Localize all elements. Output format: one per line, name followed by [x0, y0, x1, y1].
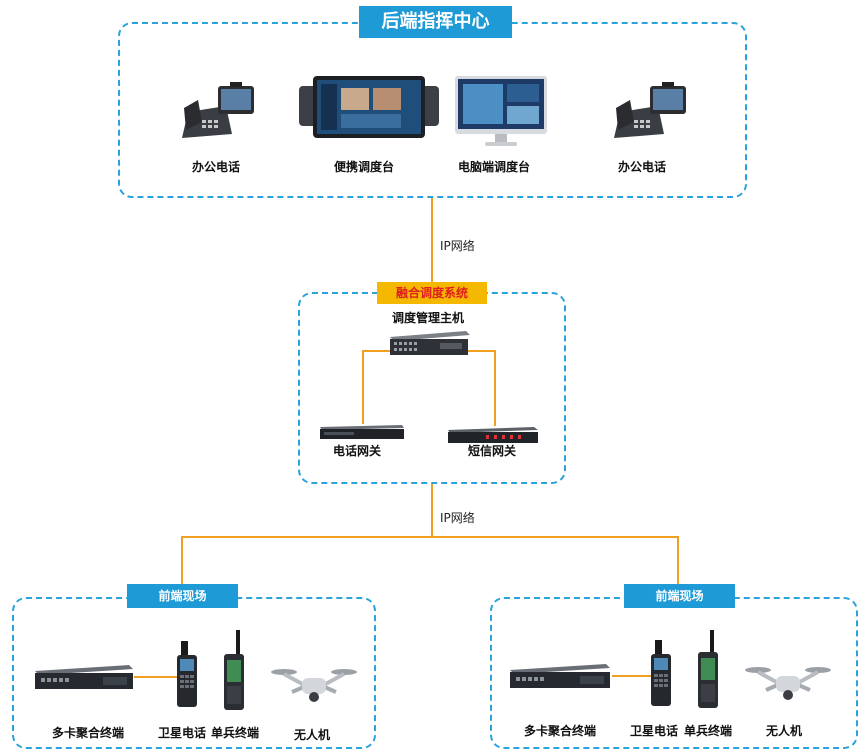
link-host-gw2 [494, 350, 496, 426]
server-icon [390, 331, 470, 355]
drone-label-right: 无人机 [766, 724, 803, 738]
device-label-portable-console: 便携调度台 [334, 160, 395, 174]
link-bottom-horizontal [181, 536, 679, 538]
device-label-desktop-console: 电脑端调度台 [458, 160, 531, 174]
link-bottom-left [181, 536, 183, 584]
multicard-terminal-icon [35, 665, 133, 689]
ip-network-label-1: IP网络 [440, 239, 475, 253]
sms-gateway-icon [448, 427, 538, 443]
dispatch-host-label: 调度管理主机 [392, 311, 465, 325]
satphone-label-right: 卫星电话 [630, 724, 679, 738]
phone-gateway-label: 电话网关 [333, 444, 382, 458]
portable-dispatch-console-icon [299, 76, 439, 138]
single-soldier-terminal-icon [698, 630, 718, 708]
satellite-phone-icon [651, 640, 671, 706]
office-phone-icon [614, 82, 686, 138]
link-right-term-phone [612, 675, 652, 677]
soldier-terminal-label-right: 单兵终端 [684, 724, 733, 738]
terminal-label-left: 多卡聚合终端 [52, 726, 125, 740]
drone-icon [745, 667, 831, 700]
drone-icon [271, 669, 357, 702]
link-bottom-right [677, 536, 679, 584]
drone-label-left: 无人机 [294, 728, 331, 742]
link-host-gw1 [362, 350, 364, 424]
ip-network-label-2: IP网络 [440, 511, 475, 525]
link-left-term-phone [134, 676, 178, 678]
office-phone-icon [182, 82, 254, 138]
front-site-title-right: 前端现场 [624, 584, 735, 608]
multicard-terminal-icon [510, 664, 610, 688]
single-soldier-terminal-icon [224, 630, 244, 710]
front-site-title-left: 前端现场 [127, 584, 238, 608]
satphone-label-left: 卫星电话 [158, 726, 207, 740]
sms-gateway-label: 短信网关 [468, 444, 517, 458]
soldier-terminal-label-left: 单兵终端 [211, 726, 260, 740]
fusion-system-title: 融合调度系统 [377, 282, 487, 304]
satellite-phone-icon [177, 641, 197, 707]
link-middle-bottom [431, 484, 433, 538]
phone-gateway-icon [320, 425, 404, 439]
device-label-office-phone-1: 办公电话 [192, 160, 241, 174]
link-top-middle [431, 198, 433, 292]
desktop-dispatch-console-icon [455, 76, 547, 146]
device-label-office-phone-2: 办公电话 [618, 160, 667, 174]
command-center-title: 后端指挥中心 [359, 6, 512, 38]
terminal-label-right: 多卡聚合终端 [524, 724, 597, 738]
